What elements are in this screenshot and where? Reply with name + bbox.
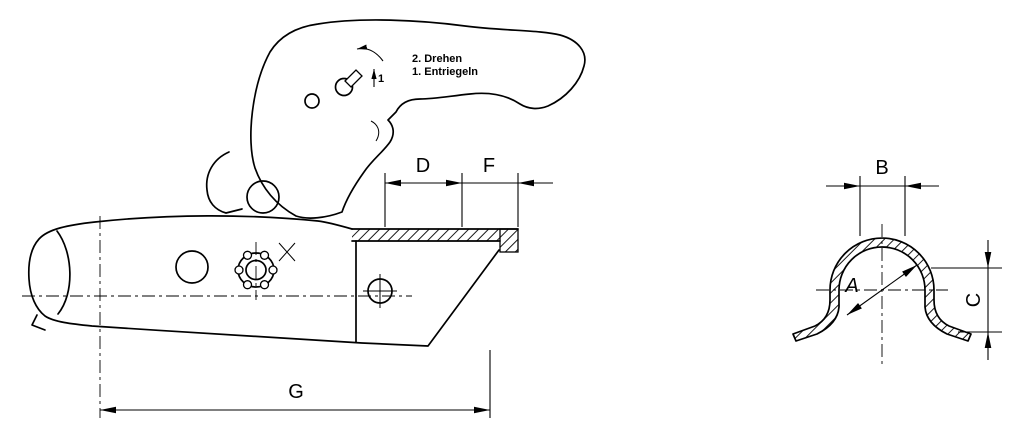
coupling-side-view: 1 2. Drehen 1. Entriegeln D F [22, 19, 586, 418]
knob-scallop [242, 250, 253, 260]
dimension-g: G [100, 350, 491, 418]
dim-label-f: F [483, 155, 495, 177]
tube-wall-hatch [352, 229, 500, 241]
rotate-arrow [356, 44, 384, 62]
cam-detail-line [370, 120, 380, 142]
handle-outline [250, 19, 586, 219]
dim-line-a [846, 264, 918, 316]
coupling-body [27, 215, 500, 347]
handle-lever [205, 19, 586, 219]
dim-label-b: B [875, 157, 888, 179]
front-lower-tab [31, 314, 46, 331]
step-marker-label: 1 [378, 73, 384, 85]
handle-hole-small [304, 93, 320, 109]
latch-arc [205, 151, 243, 214]
knob-scallop [234, 265, 244, 275]
dimension-c: C [931, 240, 1002, 360]
body-outline [27, 215, 500, 347]
note-unlock: 1. Entriegeln [412, 66, 478, 78]
body-hole [175, 250, 209, 284]
handle-pin [344, 69, 363, 88]
tube-end-section [499, 228, 519, 253]
drawbar-tube-section [351, 228, 519, 253]
dimension-f: F [462, 155, 553, 227]
knob-scallop [259, 280, 270, 290]
dimension-d: D [384, 155, 463, 227]
clamp-section-view: B A C [792, 157, 1002, 368]
knob-scallop [242, 280, 253, 290]
star-knob [234, 250, 278, 290]
dim-label-d: D [416, 155, 430, 177]
dim-label-c: C [963, 293, 985, 307]
pivot-circle [246, 180, 280, 214]
note-rotate: 2. Drehen [412, 53, 462, 65]
clamp-body [792, 237, 972, 342]
dim-label-a: A [844, 275, 858, 297]
knob-scallop [268, 265, 278, 275]
bolt-hole [363, 274, 397, 308]
ball-socket-arc [56, 230, 71, 315]
handle-hole-large [334, 77, 354, 97]
dim-label-g: G [288, 381, 304, 403]
dimension-b: B [826, 157, 939, 236]
dimension-a: A [844, 264, 918, 316]
knob-scallop [259, 250, 270, 260]
x-mark [278, 242, 296, 262]
rotation-note: 1 2. Drehen 1. Entriegeln [356, 44, 478, 87]
side-view-centerlines [22, 216, 412, 418]
